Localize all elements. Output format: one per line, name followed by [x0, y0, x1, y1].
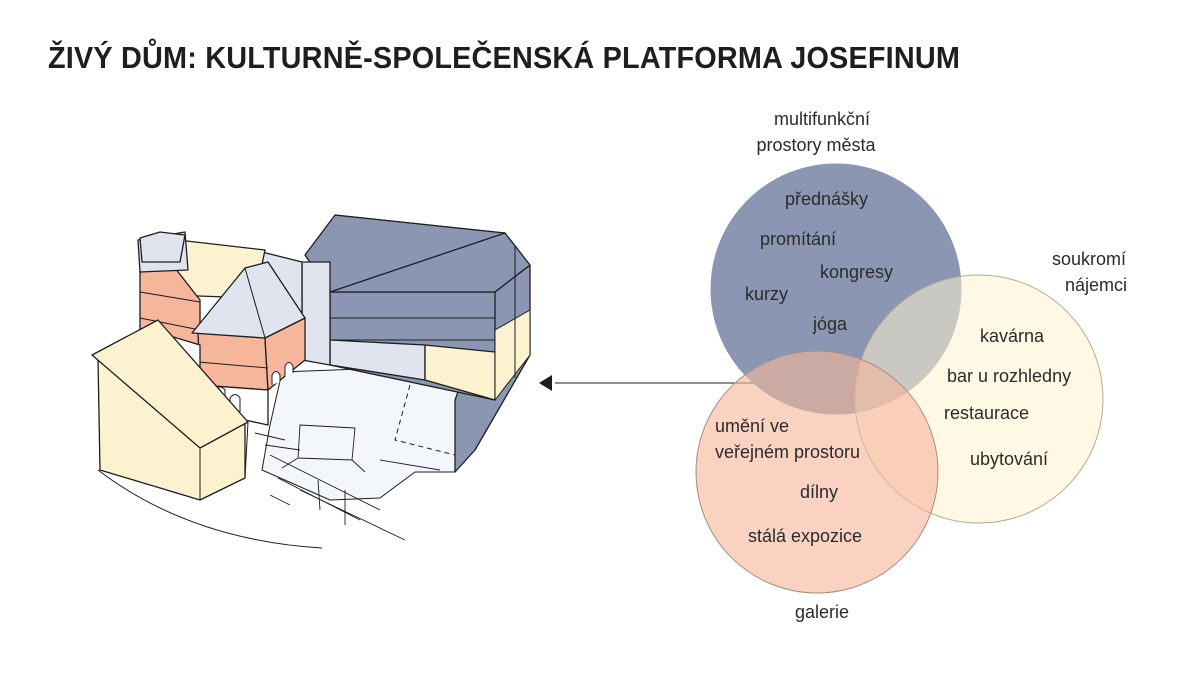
connector-block — [301, 261, 331, 366]
peach-item-line-2: veřejném prostoru — [715, 442, 860, 462]
peach-item-line-1: umění ve — [715, 416, 789, 436]
peach-item-expozice: stálá expozice — [748, 526, 862, 546]
hall-side-glass — [494, 309, 531, 401]
blue-item-kongresy: kongresy — [820, 262, 893, 282]
blue-item-joga: jóga — [812, 314, 848, 334]
courtyard-dashed — [394, 384, 456, 456]
cream-heading-line-1: soukromí — [1052, 249, 1126, 269]
blue-heading-line-2: prostory města — [756, 135, 876, 155]
page-title: ŽIVÝ DŮM: KULTURNĚ-SPOLEČENSKÁ PLATFORMA… — [48, 40, 961, 75]
building-model — [91, 214, 531, 549]
peach-circle-labels: umění ve veřejném prostoru dílny stálá e… — [715, 416, 862, 622]
cream-heading-line-2: nájemci — [1065, 275, 1127, 295]
cream-item-ubytovani: ubytování — [970, 449, 1048, 469]
peach-circle — [695, 350, 939, 594]
venn-diagram — [695, 163, 1104, 594]
central-roof — [191, 261, 306, 339]
cream-circle-labels: soukromí nájemci kavárna bar u rozhledny… — [944, 249, 1127, 469]
blue-heading-line-1: multifunkční — [774, 109, 870, 129]
courtyard-structure — [254, 424, 441, 541]
ground-curve — [97, 469, 323, 549]
peach-item-dilny: dílny — [800, 482, 838, 502]
cream-item-kavarna: kavárna — [980, 326, 1045, 346]
peach-heading: galerie — [795, 602, 849, 622]
blue-item-prednasky: přednášky — [785, 189, 868, 209]
cream-item-restaurace: restaurace — [944, 403, 1029, 423]
blue-circle-labels: multifunkční prostory města přednášky pr… — [745, 109, 893, 334]
blue-item-promitani: promítání — [760, 229, 836, 249]
blue-item-kurzy: kurzy — [745, 284, 788, 304]
left-tower-top — [139, 231, 186, 263]
cream-item-bar: bar u rozhledny — [947, 366, 1071, 386]
